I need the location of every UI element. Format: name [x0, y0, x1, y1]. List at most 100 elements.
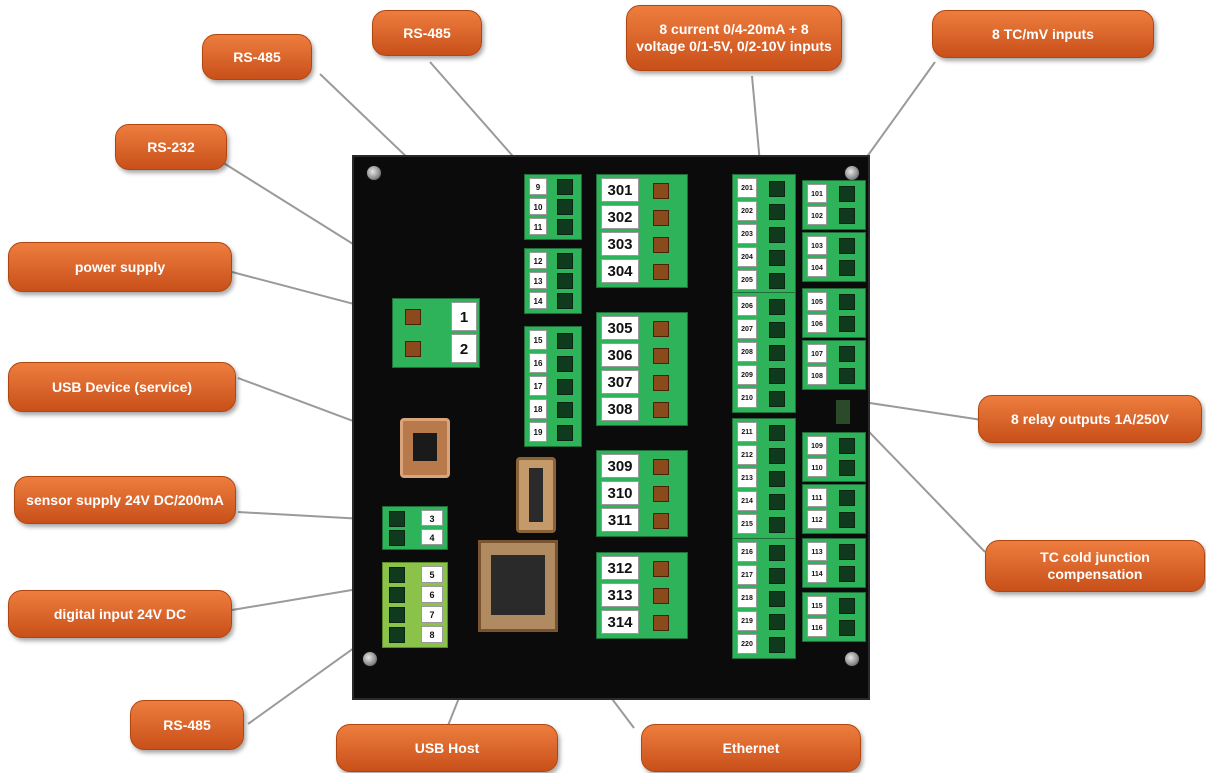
terminal-pin-label: 219 [737, 611, 757, 631]
terminal-screw-slot [653, 182, 669, 199]
terminal-pin-label: 103 [807, 236, 827, 255]
callout-sensor-supply: sensor supply 24V DC/200mA [14, 476, 236, 524]
terminal-screw-slot [769, 567, 785, 584]
terminal-screw-slot [839, 186, 855, 202]
terminal-screw-slot [769, 272, 785, 289]
terminal-pin-label: 3 [421, 510, 443, 526]
terminal-pin-label: 216 [737, 542, 757, 562]
terminal-pin-label: 105 [807, 292, 827, 311]
terminal-screw-slot [769, 203, 785, 220]
terminal-screw-slot [839, 438, 855, 454]
terminal-pin-label: 111 [807, 488, 827, 507]
terminal-screw-slot [839, 294, 855, 310]
terminal-screw-slot [557, 293, 573, 309]
terminal-pin-label: 314 [601, 610, 639, 634]
terminal-pin-label: 112 [807, 510, 827, 529]
callout-analog-inputs: 8 current 0/4-20mA + 8 voltage 0/1-5V, 0… [626, 5, 842, 71]
terminal-pin-label: 215 [737, 514, 757, 534]
terminal-screw-slot [653, 512, 669, 529]
terminal-pin-label: 14 [529, 292, 547, 309]
terminal-screw-slot [839, 544, 855, 560]
terminal-screw-slot [769, 590, 785, 607]
terminal-pin-label: 218 [737, 588, 757, 608]
callout-tc-inputs: 8 TC/mV inputs [932, 10, 1154, 58]
terminal-screw-slot [769, 344, 785, 361]
mounting-screw [844, 165, 860, 181]
terminal-pin-label: 211 [737, 422, 757, 442]
terminal-screw-slot [839, 490, 855, 506]
terminal-screw-slot [653, 263, 669, 280]
terminal-pin-label: 6 [421, 586, 443, 603]
terminal-screw-slot [839, 512, 855, 528]
terminal-screw-slot [769, 493, 785, 510]
terminal-pin-label: 109 [807, 436, 827, 455]
terminal-screw-slot [653, 374, 669, 391]
terminal-pin-label: 202 [737, 201, 757, 221]
terminal-screw-slot [839, 368, 855, 384]
callout-ethernet: Ethernet [641, 724, 861, 772]
terminal-screw-slot [557, 199, 573, 215]
terminal-pin-label: 108 [807, 366, 827, 385]
callout-relay-outputs: 8 relay outputs 1A/250V [978, 395, 1202, 443]
terminal-pin-label: 208 [737, 342, 757, 362]
terminal-screw-slot [769, 424, 785, 441]
terminal-pin-label: 113 [807, 542, 827, 561]
terminal-pin-label: 107 [807, 344, 827, 363]
mounting-screw [844, 651, 860, 667]
terminal-pin-label: 201 [737, 178, 757, 198]
mounting-screw [366, 165, 382, 181]
terminal-pin-label: 8 [421, 626, 443, 643]
callout-tc-cold-junction: TC cold junction compensation [985, 540, 1205, 592]
terminal-pin-label: 210 [737, 388, 757, 408]
terminal-pin-label: 18 [529, 399, 547, 419]
usb-host-port [516, 457, 556, 533]
terminal-pin-label: 309 [601, 454, 639, 478]
terminal-pin-label: 304 [601, 259, 639, 283]
terminal-screw-slot [839, 238, 855, 254]
terminal-screw-slot [839, 260, 855, 276]
terminal-screw-slot [769, 321, 785, 338]
terminal-screw-slot [839, 566, 855, 582]
callout-digital-input: digital input 24V DC [8, 590, 232, 638]
terminal-screw-slot [839, 208, 855, 224]
terminal-pin-label: 104 [807, 258, 827, 277]
terminal-pin-label: 116 [807, 618, 827, 637]
terminal-pin-label: 15 [529, 330, 547, 350]
terminal-screw-slot [769, 180, 785, 197]
terminal-pin-label: 19 [529, 422, 547, 442]
leader-tc-inputs [855, 61, 936, 173]
terminal-pin-label: 207 [737, 319, 757, 339]
terminal-screw-slot [389, 587, 405, 603]
terminal-pin-label: 102 [807, 206, 827, 225]
terminal-pin-label: 212 [737, 445, 757, 465]
callout-usb-device: USB Device (service) [8, 362, 236, 412]
terminal-screw-slot [653, 587, 669, 604]
terminal-screw-slot [557, 424, 573, 441]
terminal-pin-label: 220 [737, 634, 757, 654]
terminal-pin-label: 5 [421, 566, 443, 583]
terminal-pin-label: 205 [737, 270, 757, 290]
callout-rs485-bottom: RS-485 [130, 700, 244, 750]
leader-tc-cold-junction [847, 409, 986, 553]
terminal-screw-slot [839, 620, 855, 636]
terminal-screw-slot [653, 236, 669, 253]
terminal-screw-slot [557, 179, 573, 195]
terminal-screw-slot [557, 273, 573, 289]
terminal-screw-slot [557, 332, 573, 349]
terminal-screw-slot [769, 516, 785, 533]
terminal-screw-slot [653, 485, 669, 502]
terminal-pin-label: 305 [601, 316, 639, 340]
terminal-pin-label: 110 [807, 458, 827, 477]
callout-rs485-top-left: RS-485 [202, 34, 312, 80]
terminal-screw-slot [389, 567, 405, 583]
